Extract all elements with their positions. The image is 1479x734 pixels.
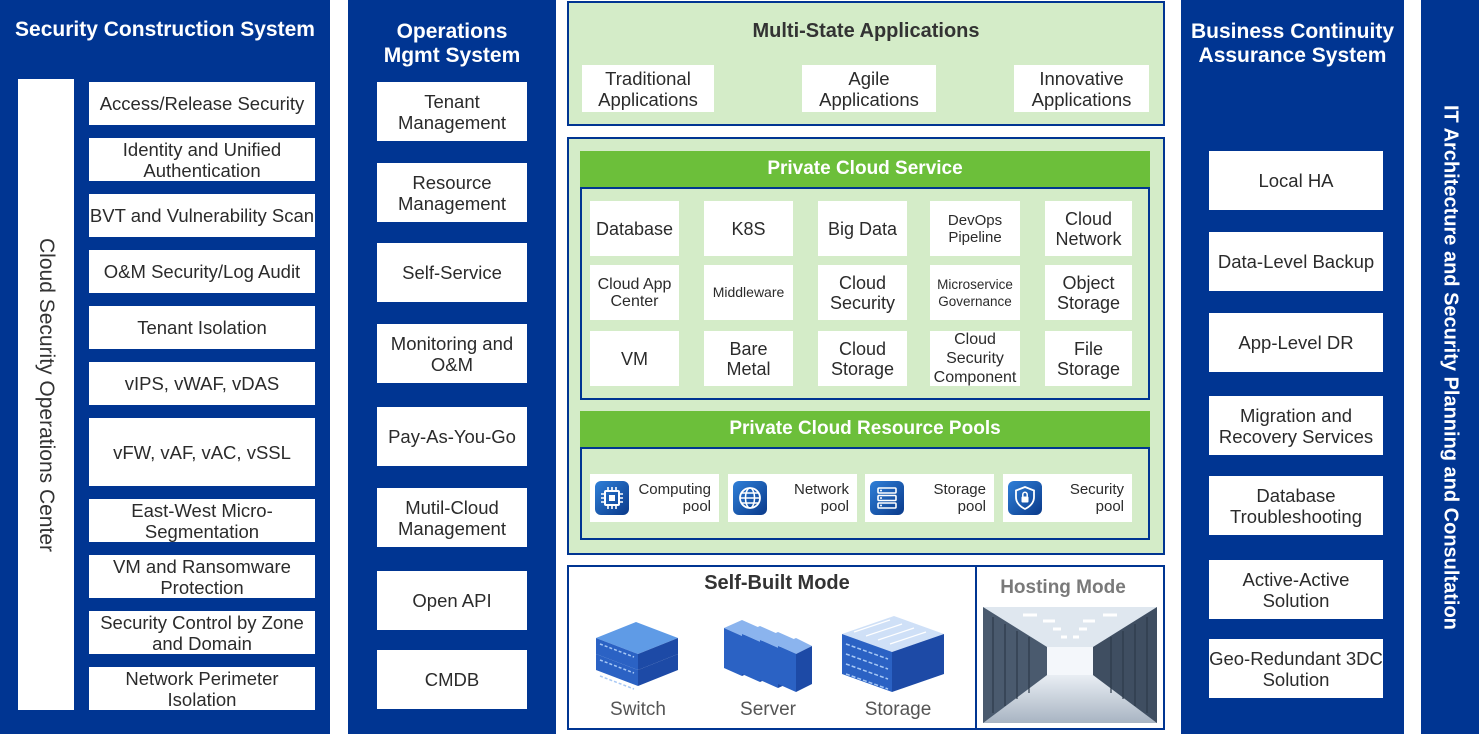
private-cloud-service-header: Private Cloud Service — [580, 151, 1150, 187]
shield-icon — [1008, 481, 1042, 515]
device-label-switch: Switch — [610, 699, 666, 720]
service-bare-metal: Bare Metal — [704, 331, 793, 386]
pool-computing-label: Computing pool — [638, 481, 711, 515]
security-item-vips: vIPS, vWAF, vDAS — [89, 362, 315, 405]
service-object-storage: Object Storage — [1045, 265, 1132, 320]
app-agile: Agile Applications — [802, 65, 936, 112]
deployment-divider — [975, 565, 977, 730]
pool-computing: Computing pool — [590, 474, 719, 522]
security-item-vfw: vFW, vAF, vAC, vSSL — [89, 418, 315, 486]
service-file-storage: File Storage — [1045, 331, 1132, 386]
service-middleware: Middleware — [704, 265, 793, 320]
service-cloud-security-component: Cloud Security Component — [930, 331, 1020, 386]
ops-item-self-service: Self-Service — [377, 243, 527, 302]
security-item-identity-auth: Identity and Unified Authentication — [89, 138, 315, 181]
ops-item-tenant-management: Tenant Management — [377, 82, 527, 141]
chip-icon — [595, 481, 629, 515]
multi-state-title: Multi-State Applications — [752, 20, 980, 42]
hosting-title: Hosting Mode — [1000, 577, 1126, 598]
ops-item-open-api: Open API — [377, 571, 527, 630]
operations-center-label: Cloud Security Operations Center — [35, 237, 58, 552]
it-architecture-label: IT Architecture and Security Planning an… — [1439, 104, 1462, 630]
storage-icon — [870, 481, 904, 515]
security-item-bvt-scan: BVT and Vulnerability Scan — [89, 194, 315, 237]
self-built-title: Self-Built Mode — [704, 572, 850, 594]
security-item-perimeter-isolation: Network Perimeter Isolation — [89, 667, 315, 710]
device-label-storage: Storage — [864, 699, 932, 720]
continuity-item-data-backup: Data-Level Backup — [1209, 232, 1383, 291]
service-k8s: K8S — [704, 201, 793, 256]
service-cloud-app-center: Cloud App Center — [590, 265, 679, 320]
ops-item-cmdb: CMDB — [377, 650, 527, 709]
security-item-access-release: Access/Release Security — [89, 82, 315, 125]
device-label-server: Server — [740, 699, 796, 720]
ops-item-pay-as-you-go: Pay-As-You-Go — [377, 407, 527, 466]
service-cloud-network: Cloud Network — [1045, 201, 1132, 256]
security-item-zone-domain: Security Control by Zone and Domain — [89, 611, 315, 654]
pool-security-label: Security pool — [1069, 481, 1124, 515]
service-database: Database — [590, 201, 679, 256]
app-traditional: Traditional Applications — [582, 65, 714, 112]
resource-pools-header: Private Cloud Resource Pools — [580, 411, 1150, 447]
continuity-item-db-troubleshooting: Database Troubleshooting — [1209, 476, 1383, 535]
pool-network: Network pool — [728, 474, 857, 522]
security-column-title: Security Construction System — [15, 18, 315, 41]
server-device-icon — [724, 620, 812, 692]
data-center-image — [983, 607, 1157, 723]
app-innovative: Innovative Applications — [1014, 65, 1149, 112]
it-architecture-strip: IT Architecture and Security Planning an… — [1421, 0, 1479, 734]
security-item-micro-segmentation: East-West Micro-Segmentation — [89, 499, 315, 542]
ops-item-multi-cloud: Mutil-Cloud Management — [377, 488, 527, 547]
pool-security: Security pool — [1003, 474, 1132, 522]
service-cloud-security: Cloud Security — [818, 265, 907, 320]
cloud-security-operations-center: Cloud Security Operations Center — [18, 79, 74, 710]
ops-item-monitoring: Monitoring and O&M — [377, 324, 527, 383]
service-devops: DevOps Pipeline — [930, 201, 1020, 256]
service-big-data: Big Data — [818, 201, 907, 256]
security-item-tenant-isolation: Tenant Isolation — [89, 306, 315, 349]
ops-item-resource-management: Resource Management — [377, 163, 527, 222]
security-item-om-log-audit: O&M Security/Log Audit — [89, 250, 315, 293]
globe-icon — [733, 481, 767, 515]
pool-network-label: Network pool — [793, 481, 849, 515]
continuity-item-geo-3dc: Geo-Redundant 3DC Solution — [1209, 639, 1383, 698]
storage-device-icon — [842, 616, 944, 692]
resource-pools-area — [580, 447, 1150, 540]
pool-storage-label: Storage pool — [933, 481, 986, 515]
continuity-item-local-ha: Local HA — [1209, 151, 1383, 210]
pool-storage: Storage pool — [865, 474, 994, 522]
service-cloud-storage: Cloud Storage — [818, 331, 907, 386]
continuity-item-active-active: Active-Active Solution — [1209, 560, 1383, 619]
security-item-vm-ransomware: VM and Ransomware Protection — [89, 555, 315, 598]
operations-column-title: Operations Mgmt System — [383, 20, 521, 67]
service-vm: VM — [590, 331, 679, 386]
service-microservice: Microservice Governance — [930, 265, 1020, 320]
continuity-item-migration: Migration and Recovery Services — [1209, 396, 1383, 455]
continuity-item-app-dr: App-Level DR — [1209, 313, 1383, 372]
continuity-column-title: Business Continuity Assurance System — [1190, 20, 1395, 67]
private-cloud-service-grid — [580, 187, 1150, 400]
switch-device-icon — [596, 622, 678, 690]
